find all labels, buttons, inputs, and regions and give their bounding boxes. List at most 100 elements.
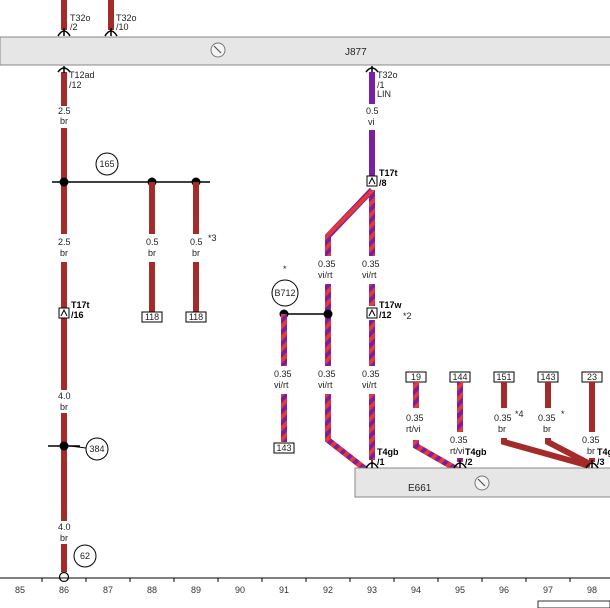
w91-gauge: 0.35 (274, 369, 292, 379)
w92a-color: vi/rt (318, 270, 333, 280)
ref-118-b[interactable] (185, 311, 207, 323)
w88-gauge: 0.5 (146, 237, 159, 247)
wire-86-seg3 (61, 262, 67, 390)
stub-1-label: T32o (70, 13, 91, 23)
node-b712-note: * (283, 264, 287, 274)
j877-bar[interactable] (0, 36, 610, 66)
e661-pin-1 (365, 460, 379, 469)
w96-note: *4 (515, 409, 524, 419)
wire-88-seg2 (149, 262, 155, 312)
ref-118-a[interactable] (141, 311, 163, 323)
wire-93-violet-1 (369, 72, 375, 104)
e661-pin1-label: T4gb (377, 447, 399, 457)
wire-93-to-e661 (369, 394, 375, 460)
w86d-gauge: 4.0 (58, 522, 71, 532)
wire-89-seg2 (193, 262, 199, 312)
wire-86-seg5 (61, 544, 67, 572)
t12ad-label: T12ad (69, 70, 95, 80)
junction-384 (59, 441, 69, 451)
w89-gauge: 0.5 (190, 237, 203, 247)
wire-94-seg1 (413, 382, 419, 408)
w98-gauge: 0.35 (582, 435, 600, 445)
node-b712[interactable] (271, 279, 299, 307)
t17t-16-label: T17t (71, 300, 90, 310)
w86a-gauge: 2.5 (58, 106, 71, 116)
wire-88-seg1 (149, 182, 155, 234)
w96-color: br (498, 424, 506, 434)
wire-95-seg1 (457, 382, 463, 432)
node-165-label: 165 (99, 159, 114, 169)
w86a-color: br (60, 116, 68, 126)
stub-2-sub: /10 (116, 22, 129, 32)
wire-86-seg1 (61, 72, 67, 106)
w93b-gauge: 0.35 (362, 259, 380, 269)
axis-label-88: 88 (147, 585, 157, 595)
w89-note: *3 (208, 233, 217, 243)
t17w-12-sub: /12 (379, 310, 392, 320)
axis-label-90: 90 (235, 585, 245, 595)
ref-143-a[interactable] (273, 442, 295, 454)
ref-118-a-label: 118 (145, 312, 159, 322)
wire-93-stripe-2 (369, 284, 375, 306)
wire-93-stripe-1 (369, 190, 375, 256)
wire-92-diagonal (325, 187, 375, 256)
axis-label-91: 91 (279, 585, 289, 595)
w93c-color: vi/rt (362, 380, 377, 390)
ref-23-label: 23 (587, 372, 597, 382)
ref-144-label: 144 (452, 372, 467, 382)
t12ad-pin (57, 66, 71, 73)
junction-92 (323, 309, 333, 319)
w92a-gauge: 0.35 (318, 259, 336, 269)
w86d-color: br (60, 533, 68, 543)
w98-color: br (587, 446, 595, 456)
node-62[interactable] (73, 544, 97, 568)
w94-gauge: 0.35 (406, 413, 424, 423)
e661-pin-2 (453, 460, 467, 469)
e661-pin2-label: T4gb (465, 447, 487, 457)
t17w-12-connector (366, 307, 378, 319)
w89-color: br (192, 248, 200, 258)
w93b-color: vi/rt (362, 270, 377, 280)
wire-91-seg2 (281, 394, 287, 442)
axis-label-87: 87 (103, 585, 113, 595)
w86c-color: br (60, 402, 68, 412)
w97-color: br (543, 424, 551, 434)
j877-symbol-icon (210, 42, 226, 58)
t17w-12-note: *2 (403, 311, 412, 321)
node-384[interactable] (85, 437, 109, 461)
wire-94-to-e661 (413, 440, 460, 473)
node-165[interactable] (95, 152, 119, 176)
w86b-gauge: 2.5 (58, 237, 71, 247)
w92b-gauge: 0.35 (318, 369, 336, 379)
w93a-color: vi (368, 117, 375, 127)
axis-label-98: 98 (587, 585, 597, 595)
e661-pin3-sub: /3 (597, 457, 605, 467)
wire-97-to-e661 (545, 438, 592, 467)
stub-2-label: T32o (116, 13, 137, 23)
ref-143-a-label: 143 (276, 443, 291, 453)
t32o-lin-sub2: LIN (377, 89, 391, 99)
t17t-16-connector (58, 307, 70, 319)
e661-pin3-label: T4g (597, 447, 610, 457)
axis-label-97: 97 (543, 585, 553, 595)
footer-tag (537, 600, 610, 608)
node-b712-label: B712 (274, 288, 295, 298)
axis-label-93: 93 (367, 585, 377, 595)
t17t-8-sub: /8 (379, 178, 387, 188)
axis-label-92: 92 (323, 585, 333, 595)
ref-19-label: 19 (411, 372, 421, 382)
e661-pin2-sub: /2 (465, 457, 473, 467)
axis-label-86: 86 (59, 585, 69, 595)
t17t-8-label: T17t (379, 168, 398, 178)
wire-86-seg4 (61, 413, 67, 521)
wire-96-seg1 (501, 382, 507, 408)
wire-93-stripe-3 (369, 320, 375, 366)
axis-label-95: 95 (455, 585, 465, 595)
wire-93-violet-2 (369, 130, 375, 176)
t32o-lin-sub: /1 (377, 80, 385, 90)
wire-91-seg1 (281, 314, 287, 366)
wire-92-seg (325, 284, 331, 366)
w88-color: br (148, 248, 156, 258)
ground-terminal (58, 571, 70, 583)
